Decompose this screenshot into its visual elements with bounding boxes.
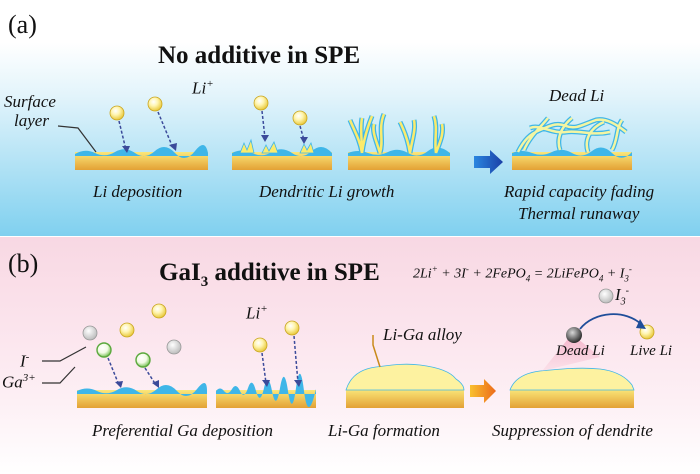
alloy-pointer (372, 335, 381, 368)
gallium-ion (135, 352, 151, 368)
li-ion (252, 337, 268, 353)
substrate-ga-deposition (77, 382, 207, 408)
surface-layer-pointer (57, 125, 97, 153)
surface-label: Surface (4, 92, 56, 111)
iodide-label: I- (20, 351, 30, 371)
panel-b-label: (b) (8, 249, 39, 278)
process-arrow (470, 379, 496, 403)
panel-b: (b) GaI3 additive in SPE 2Li+ + 3I- + 2F… (0, 237, 700, 474)
process-arrow (474, 150, 503, 174)
magnify-cone (542, 334, 600, 371)
panel-a-illustration (57, 95, 632, 174)
step-suppression: Suppression of dendrite (492, 421, 653, 440)
result-capacity-fading: Rapid capacity fading (504, 182, 655, 201)
step-li-deposition: Li deposition (93, 182, 183, 201)
li-ion (119, 322, 135, 338)
gallium-ion (96, 342, 112, 358)
live-li-label: Live Li (630, 343, 673, 359)
result-thermal-runaway: Thermal runaway (518, 204, 640, 223)
gallium-label: Ga3+ (2, 372, 36, 392)
substrate-dead-li (512, 116, 632, 170)
gallium-pointer (42, 346, 87, 362)
panel-b-title: GaI3 additive in SPE (159, 259, 380, 290)
layer-label: layer (14, 111, 49, 130)
li-ion-label: Li+ (192, 78, 214, 98)
reaction-equation: 2Li+ + 3I- + 2FePO4 = 2LiFePO4 + I3- (413, 264, 632, 284)
triiodide-label: I3- (615, 285, 630, 308)
step-dendritic-growth: Dendritic Li growth (259, 182, 395, 201)
li-ion-label: Li+ (246, 303, 268, 323)
step-preferential-ga: Preferential Ga deposition (92, 421, 273, 440)
iodide-pointer (42, 366, 76, 384)
li-ion (109, 105, 125, 121)
substrate-li-on-ga (216, 373, 316, 408)
li-ion (151, 303, 167, 319)
iodide-ion (166, 339, 182, 355)
substrate-dendrite-grown (347, 113, 450, 170)
panel-a: (a) No additive in SPE Surface layer Li+… (0, 0, 700, 237)
li-ion (253, 95, 269, 111)
substrate-suppression (509, 367, 635, 408)
dead-li-label: Dead Li (549, 86, 605, 105)
deposition-arrow (157, 111, 174, 149)
iodide-ion (82, 325, 98, 341)
panel-a-title: No additive in SPE (158, 42, 361, 69)
deposition-arrow (118, 120, 127, 151)
substrate-li-ga-alloy (345, 363, 465, 408)
li-ion (147, 96, 163, 112)
dead-li-label: Dead Li (556, 343, 605, 359)
step-li-ga-formation: Li-Ga formation (328, 421, 440, 440)
li-ion (292, 110, 308, 126)
li-ion (284, 320, 300, 336)
substrate-li-deposition (75, 144, 208, 170)
conversion-arrow (579, 313, 643, 330)
dead-li-particle (566, 327, 582, 343)
panel-a-label: (a) (8, 10, 37, 39)
substrate-dendrite-start (232, 138, 332, 170)
triiodide-ion (598, 288, 614, 304)
panel-b-illustration (42, 288, 655, 408)
alloy-label: Li-Ga alloy (383, 325, 462, 344)
